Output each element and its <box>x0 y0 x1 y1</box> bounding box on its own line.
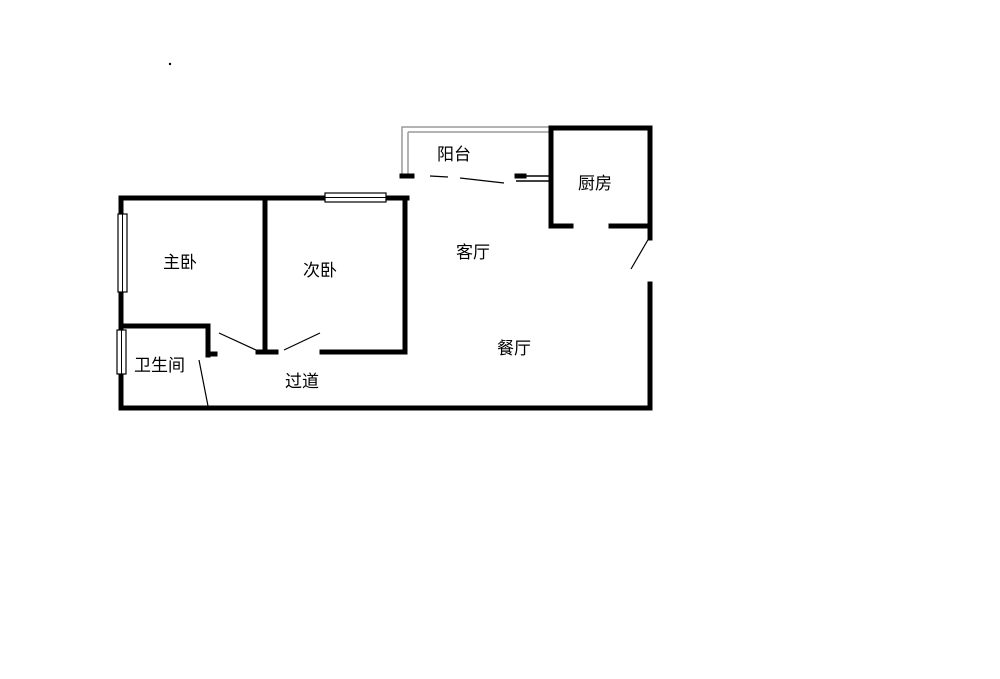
stray-mark <box>168 62 172 66</box>
label-kitchen: 厨房 <box>578 174 612 194</box>
bathroom-door <box>198 359 209 407</box>
master-bedroom-window <box>117 213 128 293</box>
second-bedroom-window <box>324 192 387 203</box>
balcony-sliding-door <box>399 173 527 184</box>
label-bathroom: 卫生间 <box>134 356 185 376</box>
label-balcony: 阳台 <box>437 145 471 165</box>
outer-walls <box>118 281 653 411</box>
label-dining-room: 餐厅 <box>497 339 531 359</box>
balcony-outline <box>401 126 549 178</box>
label-corridor: 过道 <box>285 372 319 392</box>
label-second-bedroom: 次卧 <box>303 261 337 281</box>
second-bedroom-walls <box>255 195 408 355</box>
label-master-bedroom: 主卧 <box>163 253 197 273</box>
bathroom-window <box>116 329 127 375</box>
label-living-room: 客厅 <box>456 243 490 263</box>
bedroom-doors <box>218 332 321 351</box>
entrance-door <box>630 237 650 270</box>
